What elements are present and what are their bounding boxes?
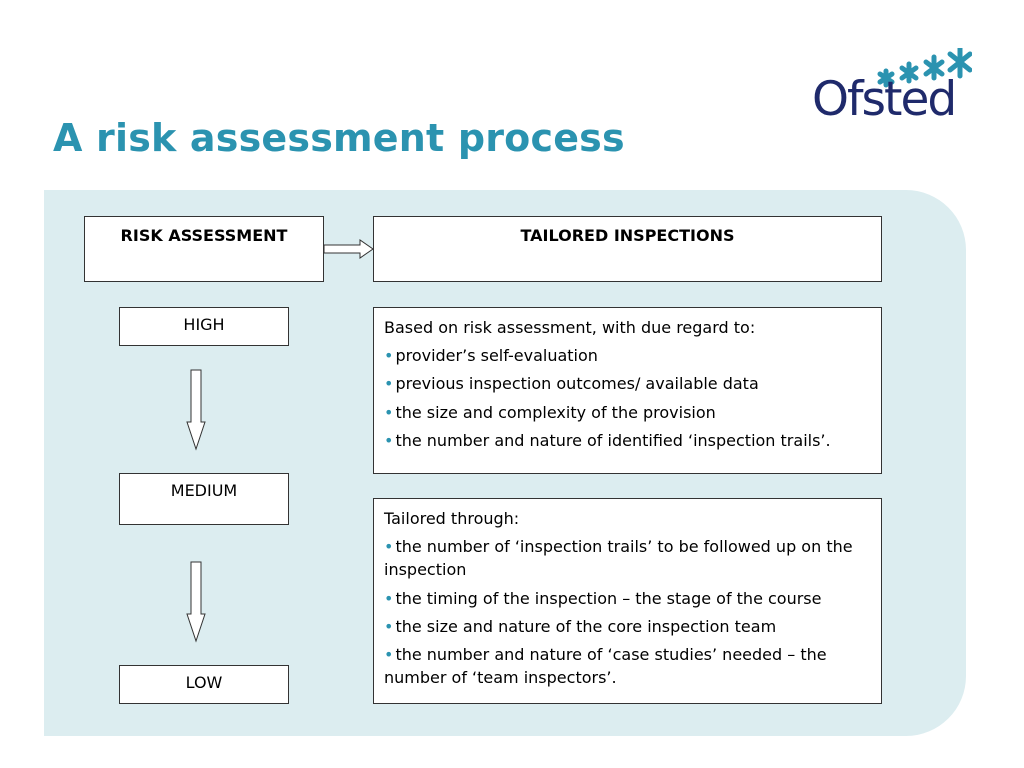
down-arrow-icon [186,561,206,643]
slide-title: A risk assessment process [53,116,625,160]
based-on-list: •provider’s self-evaluation •previous in… [384,344,871,452]
bullet-icon: • [384,402,394,422]
bullet-icon: • [384,346,394,366]
bullet-icon: • [384,537,394,557]
list-item: •the timing of the inspection – the stag… [384,588,822,608]
bullet-icon: • [384,430,394,450]
bullet-icon: • [384,374,394,394]
list-item: •the size and complexity of the provisio… [384,402,716,422]
level-high-box: HIGH [119,307,289,346]
level-low-box: LOW [119,665,289,704]
list-item: •the number and nature of ‘case studies’… [384,644,827,688]
list-item: •previous inspection outcomes/ available… [384,374,759,394]
tailored-inspections-label: TAILORED INSPECTIONS [520,226,735,245]
level-medium-label: MEDIUM [170,481,238,500]
list-item: •the number of ‘inspection trails’ to be… [384,537,853,580]
list-item: •the size and nature of the core inspect… [384,616,777,636]
risk-assessment-box: RISK ASSESSMENT [84,216,324,282]
bullet-icon: • [384,616,394,636]
bullet-icon: • [384,588,394,608]
risk-assessment-label: RISK ASSESSMENT [120,226,288,245]
tailored-list: •the number of ‘inspection trails’ to be… [384,535,871,689]
tailored-inspections-box: TAILORED INSPECTIONS [373,216,882,282]
ofsted-logo: Ofsted [812,48,972,130]
bullet-icon: • [384,644,394,664]
based-on-box: Based on risk assessment, with due regar… [373,307,882,474]
logo-wordmark: Ofsted [812,72,957,127]
stars-icon [877,48,972,88]
right-arrow-icon [323,239,374,259]
list-item: •provider’s self-evaluation [384,346,598,366]
tailored-through-box: Tailored through: •the number of ‘inspec… [373,498,882,704]
down-arrow-icon [186,369,206,451]
level-low-label: LOW [185,673,223,692]
based-on-intro: Based on risk assessment, with due regar… [384,318,756,337]
level-medium-box: MEDIUM [119,473,289,525]
list-item: •the number and nature of identified ‘in… [384,430,831,450]
tailored-intro: Tailored through: [384,509,520,528]
level-high-label: HIGH [183,315,225,334]
